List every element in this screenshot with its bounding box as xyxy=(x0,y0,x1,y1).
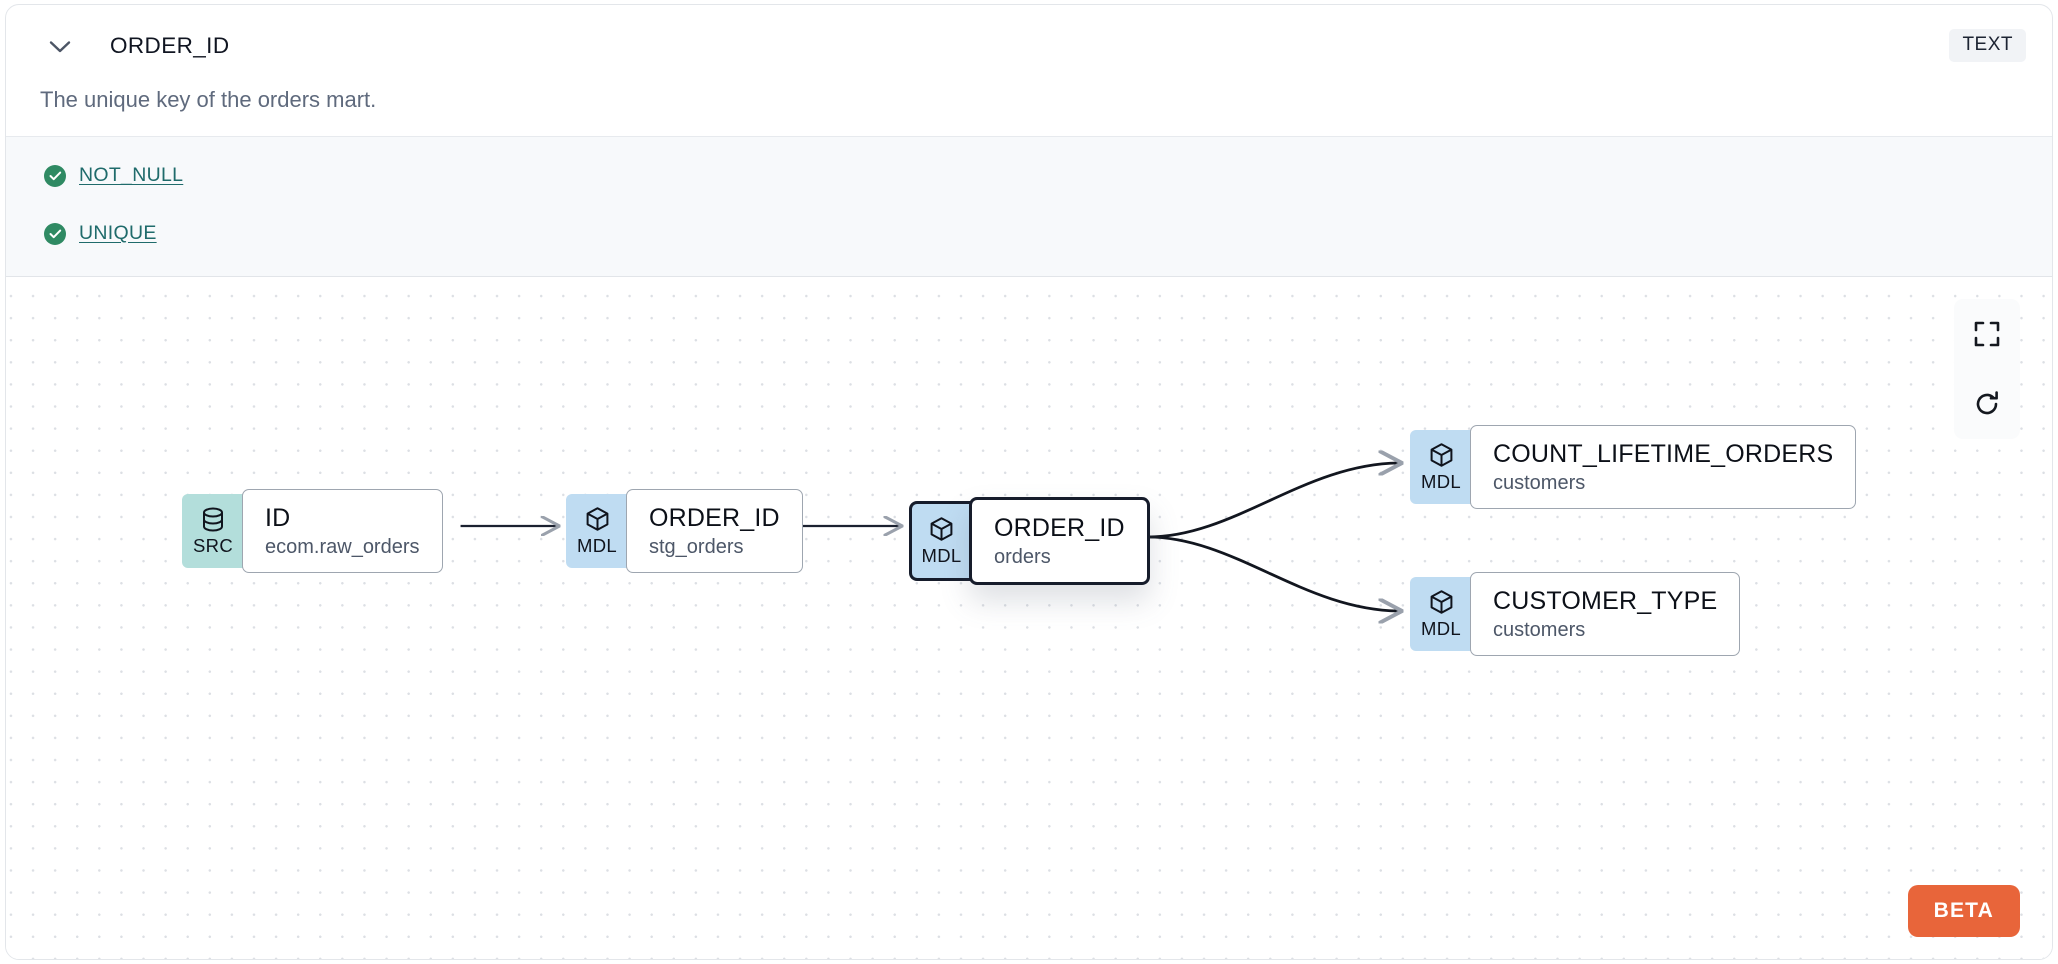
node-table-name: customers xyxy=(1493,619,1586,641)
tests-section: NOT_NULL UNIQUE xyxy=(6,136,2052,277)
node-badge-label: MDL xyxy=(577,535,617,557)
test-link-not-null[interactable]: NOT_NULL xyxy=(79,164,184,186)
test-row[interactable]: UNIQUE xyxy=(44,222,157,245)
column-detail-card: ORDER_ID TEXT The unique key of the orde… xyxy=(5,4,2053,960)
node-badge-mdl: MDL xyxy=(909,501,971,582)
node-table-name: ecom.raw_orders xyxy=(265,536,420,558)
node-column-name: ORDER_ID xyxy=(649,504,780,532)
node-table-name: stg_orders xyxy=(649,536,744,558)
edge-orders-to-count-lifetime xyxy=(1147,463,1401,539)
edge-orders-to-customer-type xyxy=(1147,535,1401,611)
node-badge-label: MDL xyxy=(1421,618,1461,640)
check-circle-icon xyxy=(44,222,66,245)
node-column-name: ORDER_ID xyxy=(994,514,1125,542)
column-description: The unique key of the orders mart. xyxy=(40,87,377,112)
lineage-edges xyxy=(460,277,2052,960)
node-column-name: CUSTOMER_TYPE xyxy=(1493,587,1718,615)
fullscreen-button[interactable] xyxy=(1954,299,2020,369)
node-badge-label: MDL xyxy=(1421,471,1461,493)
node-badge-label: SRC xyxy=(193,535,233,557)
node-body: ID ecom.raw_orders xyxy=(242,489,443,574)
node-column-name: ID xyxy=(265,504,291,532)
node-badge-label: MDL xyxy=(921,545,962,567)
lineage-node-count-lifetime-orders[interactable]: MDL COUNT_LIFETIME_ORDERS customers xyxy=(1410,425,1857,510)
canvas-controls xyxy=(1954,299,2020,439)
node-body: ORDER_ID stg_orders xyxy=(626,489,803,574)
check-circle-icon xyxy=(44,164,66,187)
test-link-unique[interactable]: UNIQUE xyxy=(79,222,157,244)
beta-badge[interactable]: BETA xyxy=(1907,885,2020,937)
fullscreen-icon xyxy=(1974,321,2000,347)
column-type-badge: TEXT xyxy=(1949,29,2026,62)
lineage-canvas[interactable]: SRC ID ecom.raw_orders MDL ORDER_ID stg_… xyxy=(6,277,2052,960)
node-body: CUSTOMER_TYPE customers xyxy=(1470,572,1741,657)
card-header: ORDER_ID TEXT xyxy=(6,5,2052,87)
cube-icon xyxy=(586,507,608,532)
refresh-icon xyxy=(1976,391,1998,415)
node-badge-src: SRC xyxy=(182,494,244,569)
lineage-node-src-id[interactable]: SRC ID ecom.raw_orders xyxy=(182,489,443,574)
lineage-node-stg-order-id[interactable]: MDL ORDER_ID stg_orders xyxy=(566,489,803,574)
node-badge-mdl: MDL xyxy=(1410,430,1472,505)
chevron-down-icon[interactable] xyxy=(46,35,74,59)
node-column-name: COUNT_LIFETIME_ORDERS xyxy=(1493,440,1834,468)
lineage-node-orders-selected[interactable]: MDL ORDER_ID orders xyxy=(909,497,1150,586)
refresh-button[interactable] xyxy=(1954,369,2020,439)
node-body: COUNT_LIFETIME_ORDERS customers xyxy=(1470,425,1857,510)
page-title: ORDER_ID xyxy=(110,33,230,58)
node-badge-mdl: MDL xyxy=(1410,577,1472,652)
cube-icon xyxy=(1430,443,1452,468)
node-table-name: orders xyxy=(994,546,1051,568)
cube-icon xyxy=(930,517,953,542)
node-table-name: customers xyxy=(1493,472,1586,494)
database-icon xyxy=(203,507,223,532)
lineage-node-customer-type[interactable]: MDL CUSTOMER_TYPE customers xyxy=(1410,572,1741,657)
cube-icon xyxy=(1430,590,1452,615)
node-badge-mdl: MDL xyxy=(566,494,628,569)
node-body: ORDER_ID orders xyxy=(969,497,1150,586)
test-row[interactable]: NOT_NULL xyxy=(44,164,183,187)
